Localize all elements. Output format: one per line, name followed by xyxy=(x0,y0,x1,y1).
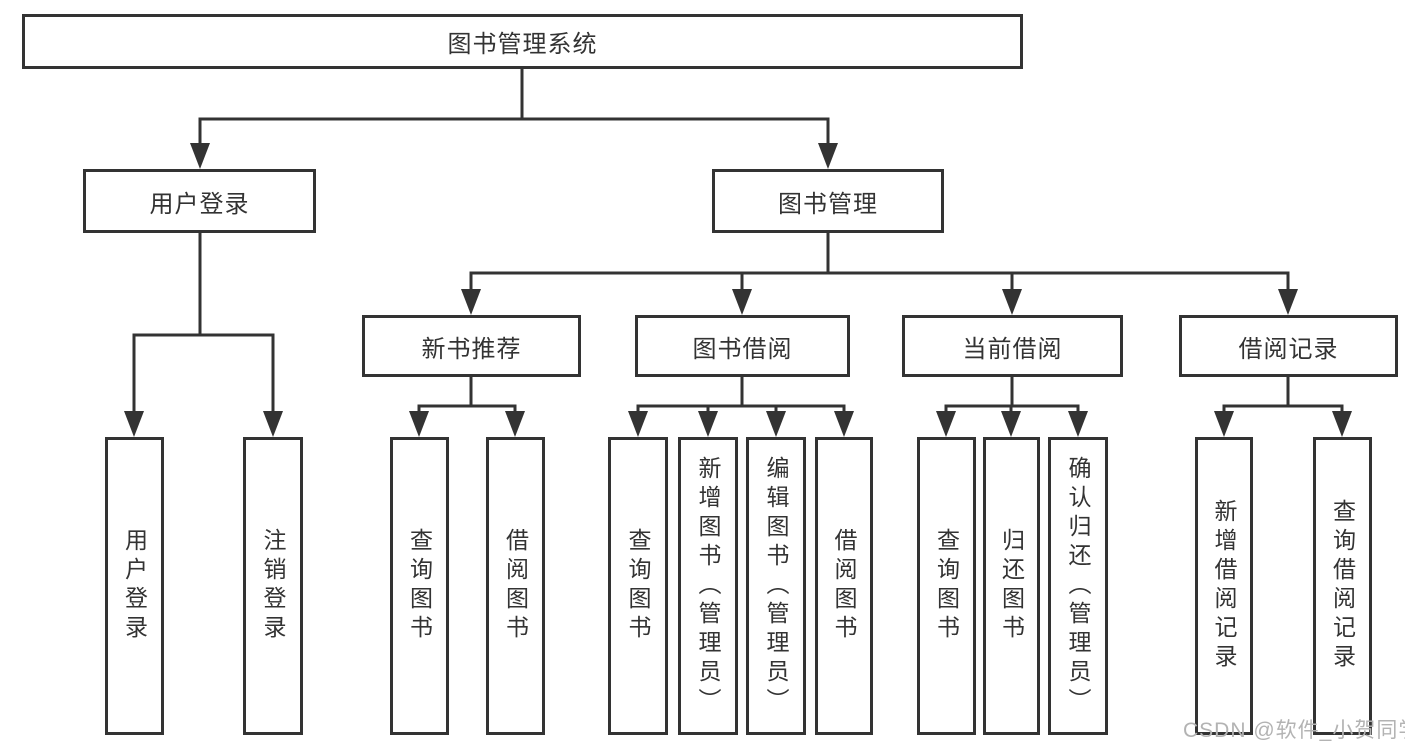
connector-book-mgmt-to-level3 xyxy=(469,233,1290,298)
leaf-logout-label: 注销登录 xyxy=(260,528,286,644)
connector-borrow-records-to-leaves xyxy=(1222,377,1344,418)
connector-book-borrow-to-leaves xyxy=(636,377,846,418)
leaf-borrow-books-2-label: 借阅图书 xyxy=(831,528,857,644)
connector-new-book-to-leaves xyxy=(417,377,517,418)
arrowheads xyxy=(124,143,1352,437)
watermark: CSDN @软件_小贺同学 xyxy=(1183,719,1405,742)
node-book-borrow-label: 图书借阅 xyxy=(692,335,793,363)
arrowhead xyxy=(732,289,752,315)
leaf-add-book-admin-label: 新增图书（管理员） xyxy=(695,455,721,717)
leaf-user-login: 用户登录 xyxy=(105,437,164,735)
leaf-add-book-admin: 新增图书（管理员） xyxy=(678,437,738,735)
node-user-login: 用户登录 xyxy=(83,169,316,233)
node-borrow-records-label: 借阅记录 xyxy=(1238,335,1339,363)
arrowhead xyxy=(124,411,144,437)
node-new-book-recommend-label: 新书推荐 xyxy=(421,335,522,363)
arrowhead xyxy=(766,411,786,437)
node-current-borrow-label: 当前借阅 xyxy=(962,335,1063,363)
leaf-borrow-books-2: 借阅图书 xyxy=(815,437,873,735)
node-root: 图书管理系统 xyxy=(22,14,1023,69)
arrowhead xyxy=(1278,289,1298,315)
connector-user-login-to-leaves xyxy=(132,233,275,418)
node-book-management-label: 图书管理 xyxy=(778,190,878,218)
arrowhead xyxy=(834,411,854,437)
leaf-add-borrow-record: 新增借阅记录 xyxy=(1195,437,1253,735)
arrowhead xyxy=(1002,289,1022,315)
arrowhead xyxy=(461,289,481,315)
leaf-return-book: 归还图书 xyxy=(983,437,1040,735)
leaf-confirm-return-admin: 确认归还（管理员） xyxy=(1048,437,1108,735)
leaf-user-login-label: 用户登录 xyxy=(121,528,148,644)
leaf-query-books-3: 查询图书 xyxy=(917,437,976,735)
node-user-login-label: 用户登录 xyxy=(149,190,250,218)
node-new-book-recommend: 新书推荐 xyxy=(362,315,581,377)
leaf-query-books-1: 查询图书 xyxy=(390,437,449,735)
leaf-confirm-return-admin-label: 确认归还（管理员） xyxy=(1065,455,1091,717)
leaf-add-borrow-record-label: 新增借阅记录 xyxy=(1211,499,1237,673)
arrowhead xyxy=(190,143,210,169)
node-current-borrow: 当前借阅 xyxy=(902,315,1123,377)
arrowhead xyxy=(1214,411,1234,437)
leaf-borrow-books-1: 借阅图书 xyxy=(486,437,545,735)
leaf-return-book-label: 归还图书 xyxy=(998,528,1025,644)
leaf-edit-book-admin-label: 编辑图书（管理员） xyxy=(763,455,789,717)
arrowhead xyxy=(1068,411,1088,437)
connector-root-to-level2 xyxy=(198,69,830,150)
node-borrow-records: 借阅记录 xyxy=(1179,315,1398,377)
node-root-label: 图书管理系统 xyxy=(447,31,598,58)
arrowhead xyxy=(1001,411,1021,437)
leaf-query-borrow-record-label: 查询借阅记录 xyxy=(1329,499,1356,673)
arrowhead xyxy=(818,143,838,169)
node-book-management: 图书管理 xyxy=(712,169,944,233)
arrowhead xyxy=(698,411,718,437)
leaf-edit-book-admin: 编辑图书（管理员） xyxy=(746,437,806,735)
leaf-query-books-2: 查询图书 xyxy=(608,437,668,735)
arrowhead xyxy=(263,411,283,437)
arrowhead xyxy=(409,411,429,437)
leaf-query-books-1-label: 查询图书 xyxy=(406,528,433,644)
arrowhead xyxy=(505,411,525,437)
leaf-logout: 注销登录 xyxy=(243,437,303,735)
leaf-borrow-books-1-label: 借阅图书 xyxy=(502,528,529,644)
arrowhead xyxy=(628,411,648,437)
leaf-query-books-3-label: 查询图书 xyxy=(933,528,960,644)
leaf-query-borrow-record: 查询借阅记录 xyxy=(1313,437,1372,735)
arrowhead xyxy=(936,411,956,437)
node-book-borrow: 图书借阅 xyxy=(635,315,850,377)
leaf-query-books-2-label: 查询图书 xyxy=(625,528,651,644)
arrowhead xyxy=(1332,411,1352,437)
